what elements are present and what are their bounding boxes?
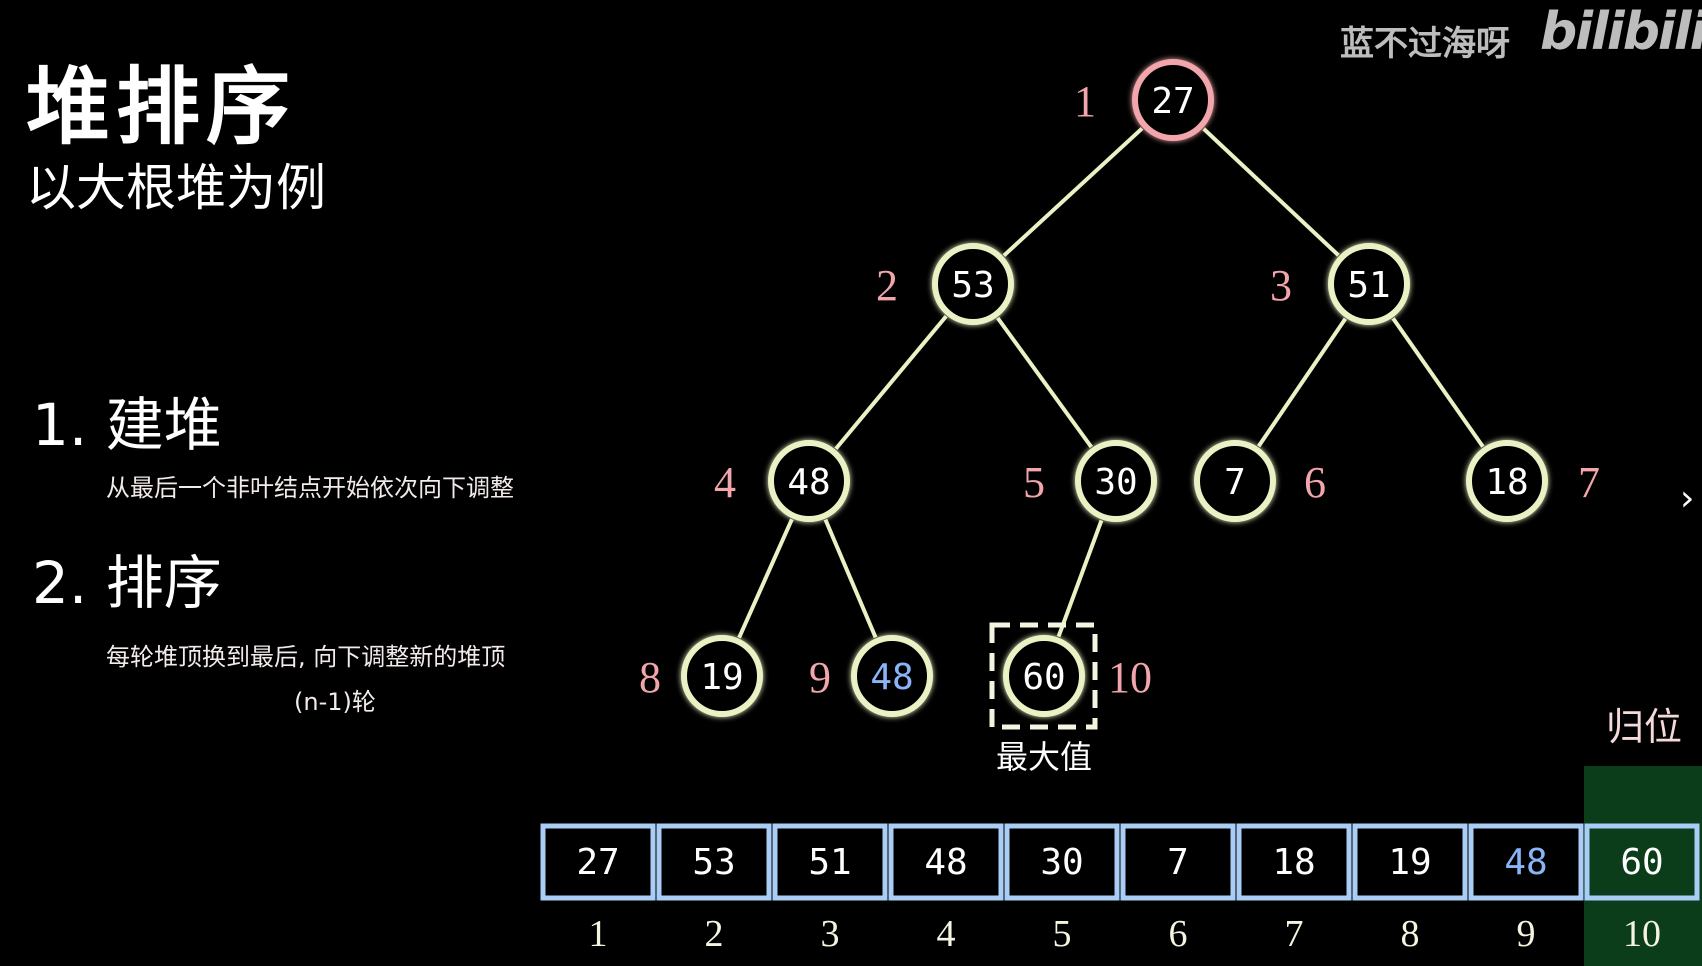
array-cell [1004, 823, 1120, 901]
array-cell [772, 823, 888, 901]
array-cell-value: 18 [1272, 842, 1315, 883]
tree-node-value: 60 [1022, 657, 1065, 698]
array-cell-value: 48 [924, 842, 967, 883]
array-cell [1120, 823, 1236, 901]
tree-node-index: 5 [1023, 458, 1045, 507]
array-index: 6 [1169, 913, 1188, 955]
tree-edge [823, 518, 878, 639]
step-1-label: 1. 建堆 [32, 391, 222, 459]
tree-node-circle [681, 635, 763, 717]
tree-node-value: 51 [1347, 265, 1390, 306]
tree-node-index: 8 [639, 653, 661, 702]
tree-edge [737, 518, 794, 639]
array-cell-value: 7 [1167, 842, 1189, 883]
array-index: 3 [821, 913, 840, 955]
author-watermark: 蓝不过海呀 [1340, 24, 1510, 64]
array-index: 1 [589, 913, 608, 955]
tree-edge [1056, 519, 1104, 638]
tree-node-circle [1328, 243, 1410, 325]
tree-node-value: 30 [1094, 462, 1137, 503]
page-subtitle: 以大根堆为例 [26, 159, 326, 217]
step-1-desc: 从最后一个非叶结点开始依次向下调整 [106, 474, 514, 502]
chevron-right-icon[interactable]: › [1680, 478, 1695, 519]
array-cell [888, 823, 1004, 901]
array-index: 5 [1053, 913, 1072, 955]
bilibili-logo: bilibili [1540, 2, 1702, 62]
tree-node-index: 7 [1578, 458, 1600, 507]
placed-label: 归位 [1606, 705, 1682, 749]
tree-node-circle [1132, 59, 1214, 141]
tree-node-value: 27 [1151, 81, 1194, 122]
page-title: 堆排序 [26, 58, 297, 156]
tree-node-value: 7 [1224, 462, 1246, 503]
tree-node-index: 10 [1108, 653, 1152, 702]
array-index: 8 [1401, 913, 1420, 955]
array-cell [540, 823, 656, 901]
array-cell-value: 30 [1040, 842, 1083, 883]
array-index: 4 [937, 913, 956, 955]
tree-node-value: 53 [951, 265, 994, 306]
tree-node-circle [851, 635, 933, 717]
tree-node-circle [1075, 440, 1157, 522]
max-selection-box [989, 622, 1098, 730]
tree-node-index: 3 [1270, 261, 1292, 310]
array-cell [1236, 823, 1352, 901]
step-2-rounds: (n-1)轮 [294, 688, 376, 716]
array-cell [1352, 823, 1468, 901]
array-cell-value: 53 [692, 842, 735, 883]
tree-node-circle [932, 243, 1014, 325]
step-2-desc: 每轮堆顶换到最后, 向下调整新的堆顶 [106, 643, 506, 671]
tree-node-circle [768, 440, 850, 522]
step-2-label: 2. 排序 [32, 549, 222, 617]
tree-node-index: 1 [1074, 77, 1096, 126]
tree-node-value: 19 [700, 657, 743, 698]
array-cell-value: 19 [1388, 842, 1431, 883]
tree-edge [1002, 126, 1144, 258]
array-cell-value: 27 [576, 842, 619, 883]
array-index: 10 [1623, 913, 1661, 955]
tree-node-circle [1466, 440, 1548, 522]
tree-node-circle [1194, 440, 1276, 522]
tree-edge [834, 314, 948, 451]
tree-node-index: 2 [876, 261, 898, 310]
tree-edge [1391, 317, 1485, 448]
array-cell-value: 60 [1620, 842, 1663, 883]
tree-edge [1202, 127, 1340, 257]
array-cell [1468, 823, 1584, 901]
tree-node-index: 9 [809, 653, 831, 702]
array-index: 9 [1517, 913, 1536, 955]
tree-node-value: 18 [1485, 462, 1528, 503]
tree-node-index: 4 [714, 458, 736, 507]
tree-node-index: 6 [1304, 458, 1326, 507]
array-cell [656, 823, 772, 901]
tree-node-value: 48 [870, 657, 913, 698]
array-cell-value: 51 [808, 842, 851, 883]
tree-node-circle [1003, 635, 1085, 717]
array-index: 7 [1285, 913, 1304, 955]
array-cell-value: 48 [1504, 842, 1547, 883]
array-cell [1584, 823, 1700, 901]
tree-node-value: 48 [787, 462, 830, 503]
array-index: 2 [705, 913, 724, 955]
tree-edge [996, 316, 1093, 449]
tree-edge [1256, 317, 1348, 448]
max-value-label: 最大值 [996, 738, 1092, 776]
